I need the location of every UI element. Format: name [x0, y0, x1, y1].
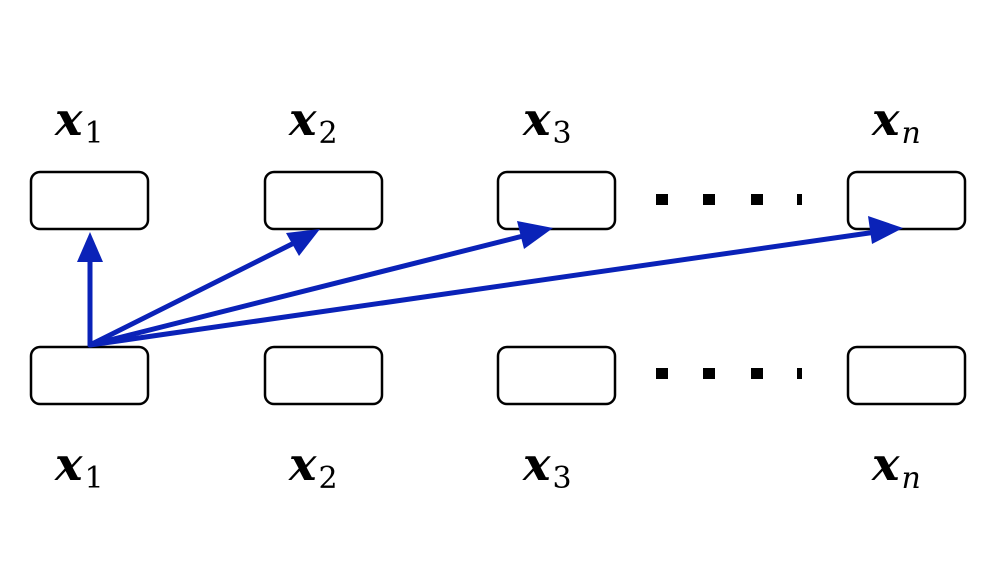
bottom-node-1 [29, 345, 150, 406]
top-ellipsis [656, 194, 802, 205]
bottom-label-n: xn [871, 437, 921, 496]
top-label-1-sub: 1 [84, 116, 103, 151]
top-label-2-base: x [288, 92, 317, 146]
top-node-n [846, 170, 967, 231]
top-label-1-base: x [54, 92, 83, 146]
bottom-label-1-base: x [54, 437, 83, 491]
top-node-1 [29, 170, 150, 231]
svg-text:xn: xn [871, 92, 921, 151]
edge-bottom1-topn [87, 216, 903, 348]
top-node-3 [496, 170, 617, 231]
top-label-2-sub: 2 [318, 116, 337, 151]
svg-text:x3: x3 [522, 437, 572, 496]
edge-bottom1-top3 [87, 221, 553, 348]
top-label-3: x3 [522, 92, 572, 151]
bottom-label-1-sub: 1 [84, 461, 103, 496]
svg-text:xn: xn [871, 437, 921, 496]
bottom-label-3-sub: 3 [552, 461, 571, 496]
bottom-label-2: x2 [288, 437, 338, 496]
edge-bottom1-top1 [77, 232, 103, 348]
svg-text:x1: x1 [54, 92, 104, 151]
bottom-label-2-sub: 2 [318, 461, 337, 496]
top-label-n-sub: n [901, 116, 920, 151]
edge-bottom1-top2 [87, 229, 320, 348]
svg-text:x2: x2 [288, 92, 338, 151]
top-label-n-base: x [871, 92, 900, 146]
bottom-label-1: x1 [54, 437, 104, 496]
bottom-node-2 [263, 345, 384, 406]
top-label-n: xn [871, 92, 921, 151]
top-label-1: x1 [54, 92, 104, 151]
svg-text:x1: x1 [54, 437, 104, 496]
bottom-node-3 [496, 345, 617, 406]
top-label-3-sub: 3 [552, 116, 571, 151]
top-label-2: x2 [288, 92, 338, 151]
bottom-ellipsis [656, 368, 802, 379]
bottom-label-n-sub: n [901, 461, 920, 496]
bottom-label-n-base: x [871, 437, 900, 491]
bottom-label-3: x3 [522, 437, 572, 496]
top-label-3-base: x [522, 92, 551, 146]
top-node-2 [263, 170, 384, 231]
svg-text:x2: x2 [288, 437, 338, 496]
bottom-label-3-base: x [522, 437, 551, 491]
svg-text:x3: x3 [522, 92, 572, 151]
bottom-node-n [846, 345, 967, 406]
bottom-label-2-base: x [288, 437, 317, 491]
